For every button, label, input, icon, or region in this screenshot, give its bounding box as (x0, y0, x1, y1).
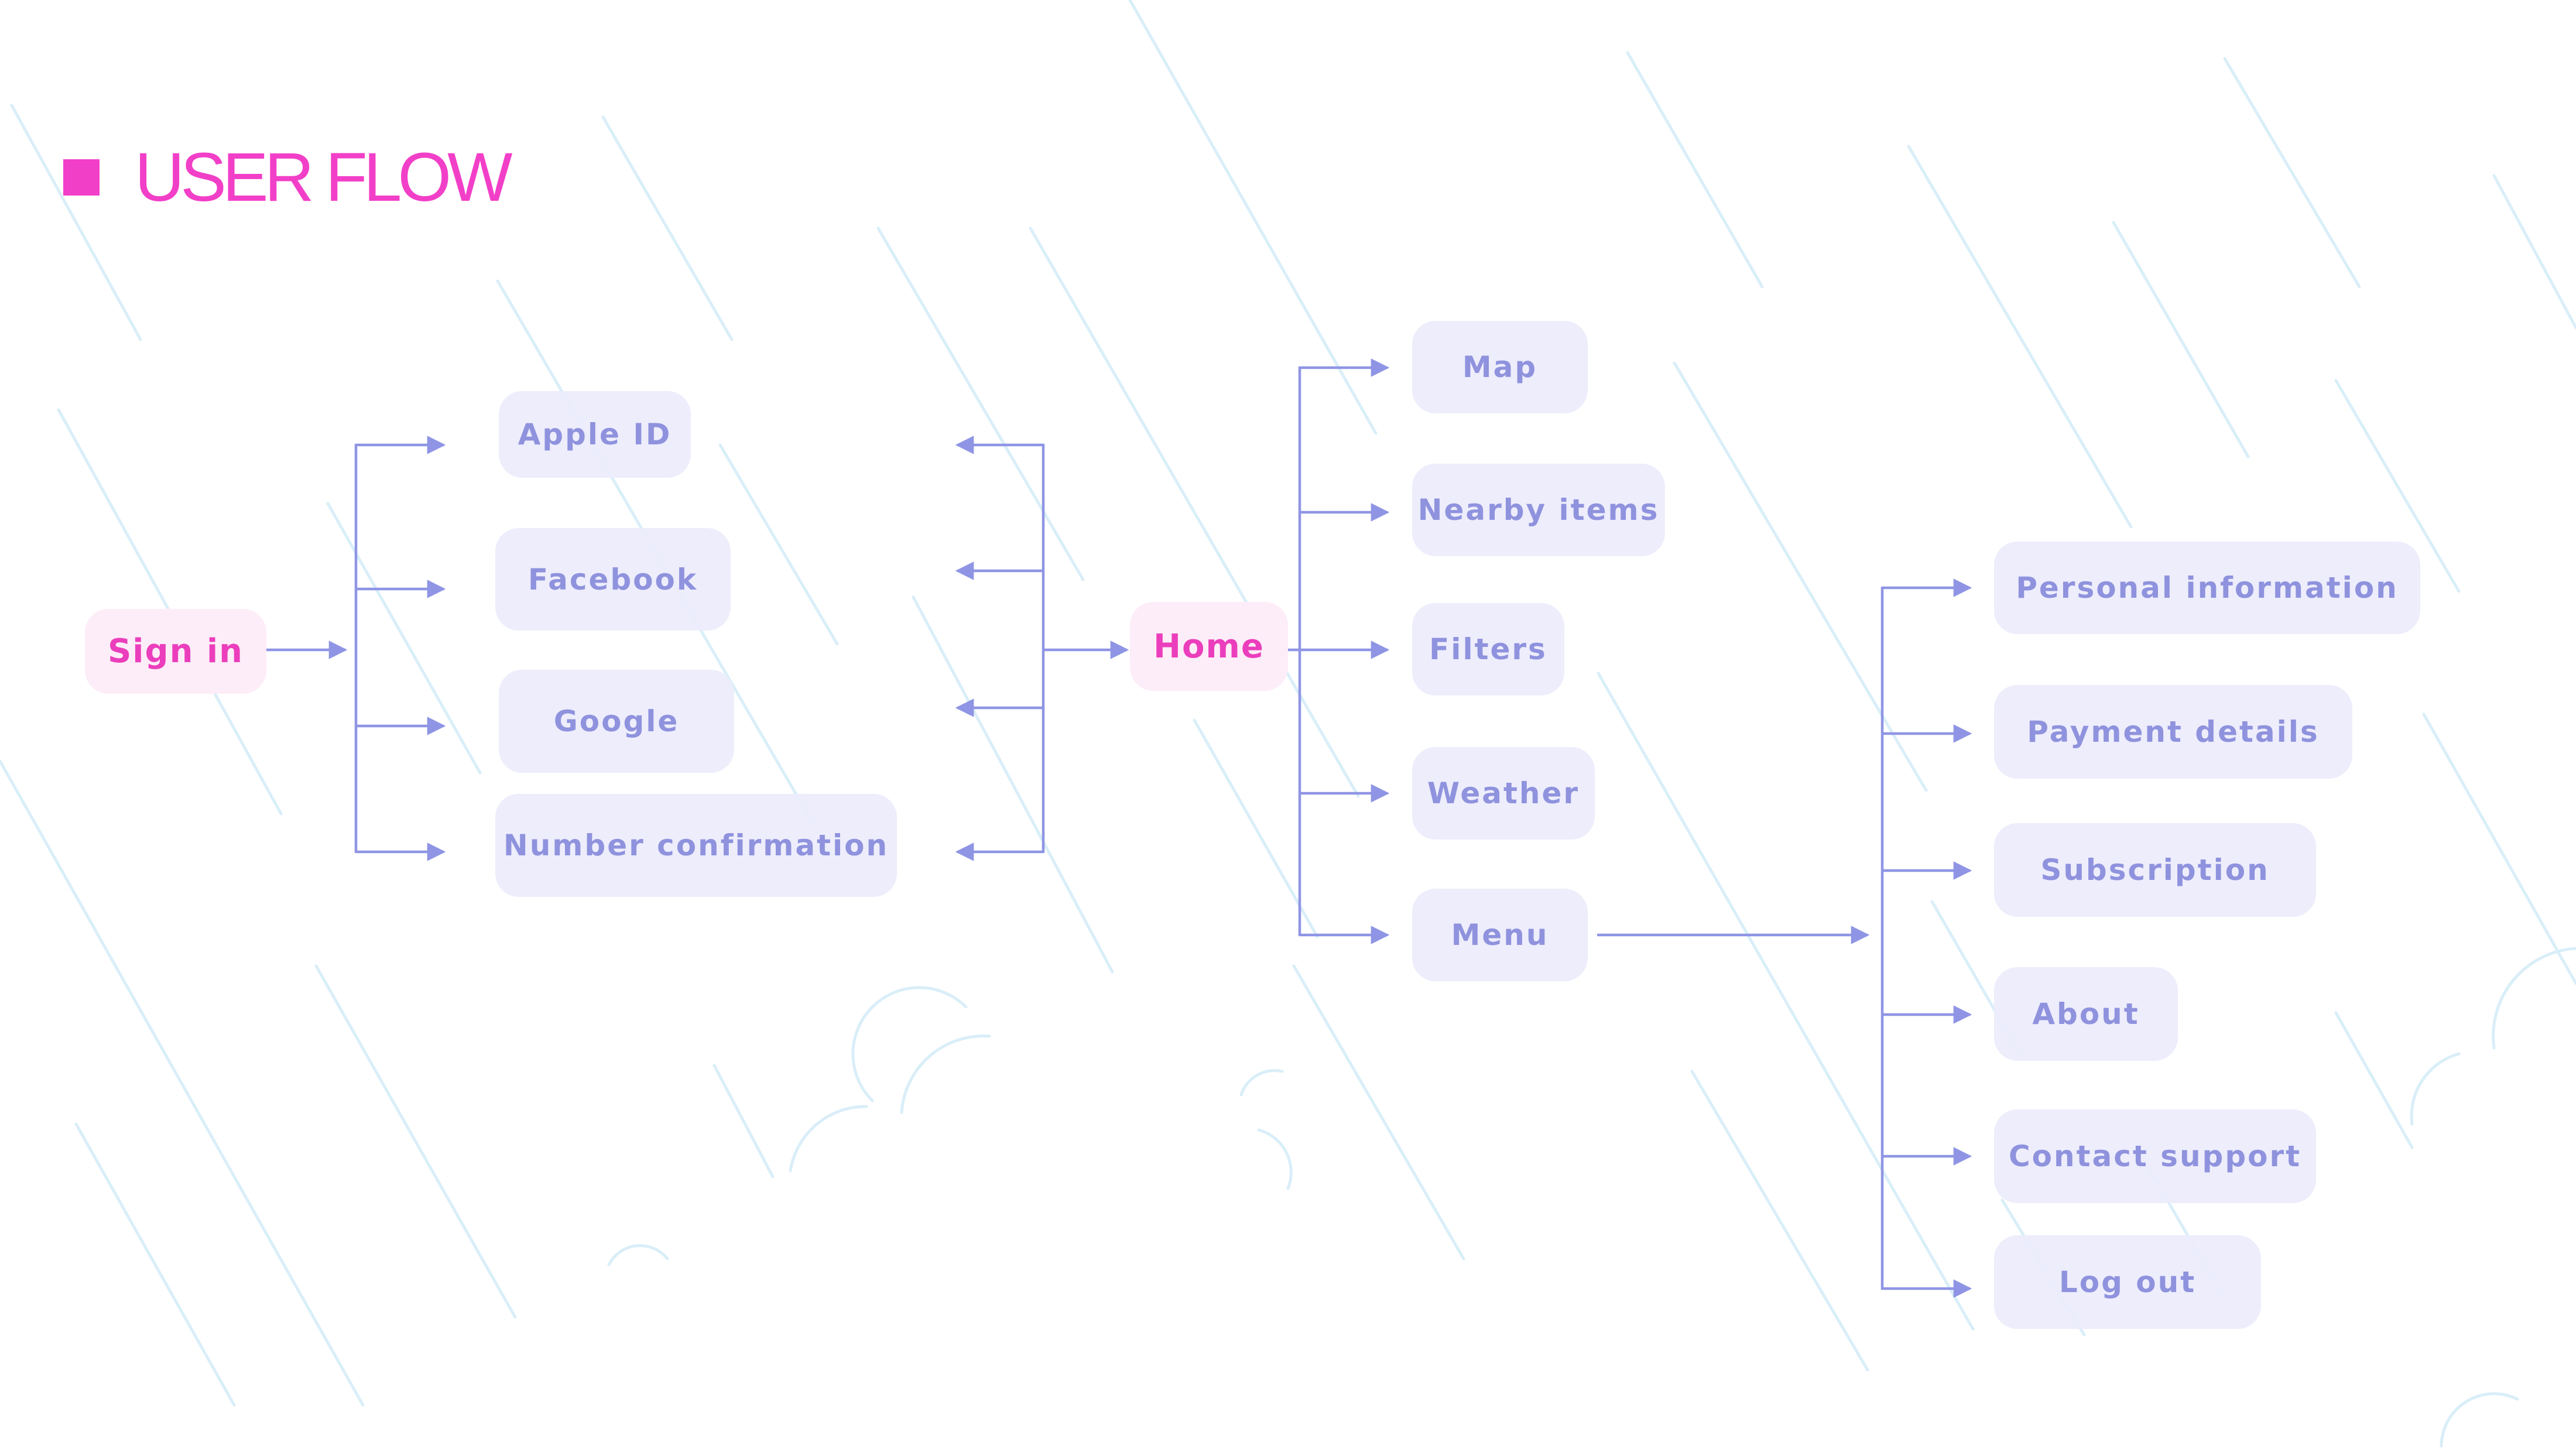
node-google[interactable]: Google (499, 670, 734, 773)
node-sign-in[interactable]: Sign in (85, 609, 266, 694)
node-weather[interactable]: Weather (1412, 747, 1595, 840)
node-map[interactable]: Map (1412, 321, 1588, 413)
node-payment-details[interactable]: Payment details (1994, 685, 2352, 779)
node-apple-id[interactable]: Apple ID (499, 391, 691, 478)
node-subscription[interactable]: Subscription (1994, 823, 2316, 917)
node-number-confirmation[interactable]: Number confirmation (495, 794, 897, 897)
node-facebook[interactable]: Facebook (495, 528, 731, 631)
page-title: USER FLOW (63, 133, 512, 221)
title-square-icon (63, 159, 100, 196)
node-home[interactable]: Home (1130, 602, 1288, 691)
node-about[interactable]: About (1994, 967, 2178, 1061)
node-filters[interactable]: Filters (1412, 603, 1564, 696)
title-text: USER FLOW (135, 139, 512, 216)
node-personal-information[interactable]: Personal information (1994, 542, 2420, 634)
node-menu[interactable]: Menu (1412, 889, 1588, 981)
node-contact-support[interactable]: Contact support (1994, 1109, 2316, 1203)
node-log-out[interactable]: Log out (1994, 1235, 2261, 1329)
node-nearby-items[interactable]: Nearby items (1412, 464, 1665, 556)
